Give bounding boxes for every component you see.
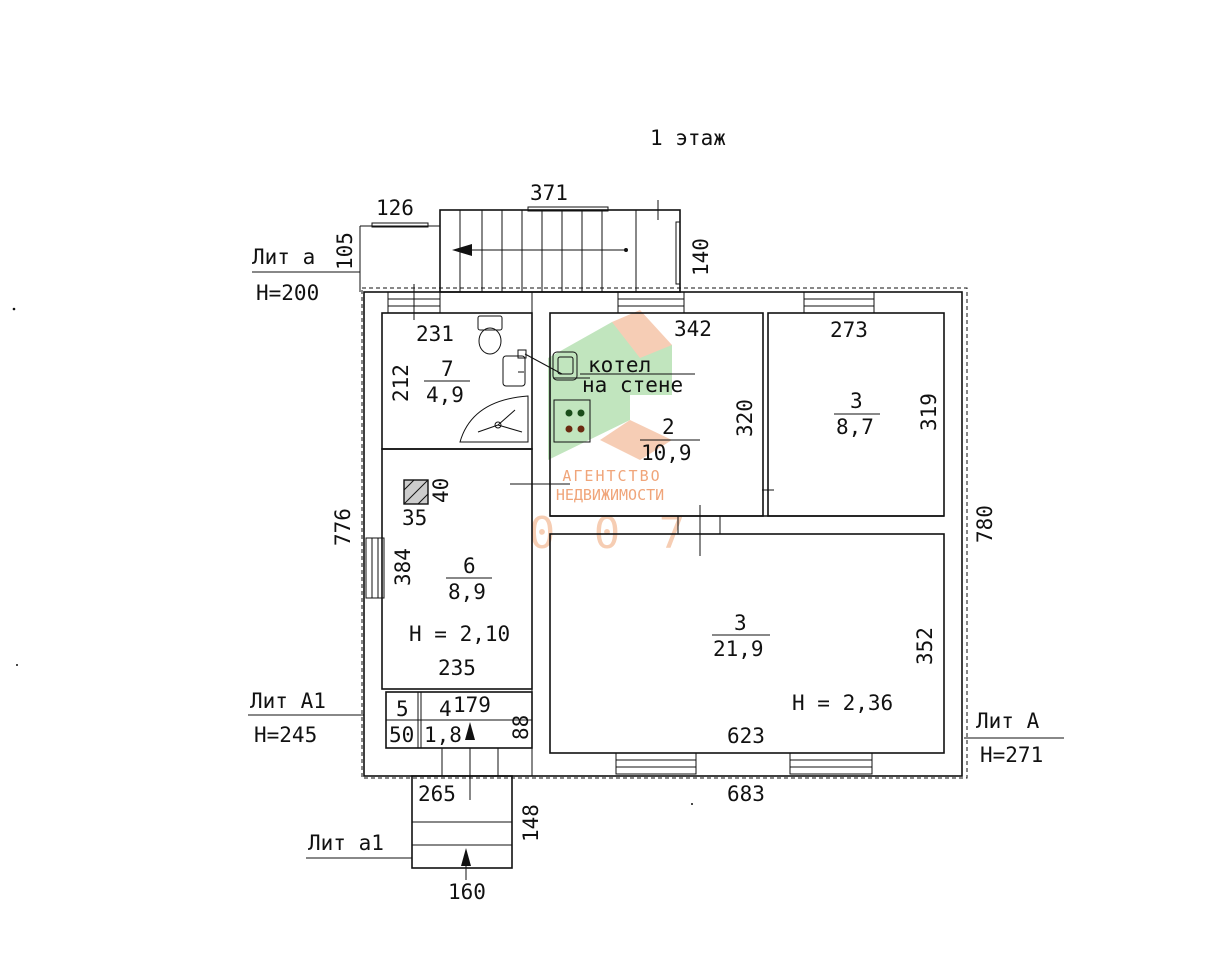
dim-273: 273 [830,318,868,342]
dim-160: 160 [448,880,486,904]
entry-arrow-icon-2 [465,722,475,740]
room-4-area: 1,8 [424,723,462,747]
page-title: 1 этаж [650,126,726,150]
room-6-number: 6 [463,554,476,578]
entry-arrow-icon [461,848,471,866]
dim-126: 126 [376,196,414,220]
lit-A-label: Лит А [976,709,1040,733]
toilet-icon [477,315,503,355]
room-7-number: 7 [441,357,454,381]
dim-140: 140 [689,238,713,276]
height-room-6: H = 2,10 [409,622,510,646]
dim-231: 231 [416,322,454,346]
shower-icon [459,395,529,443]
room-2-number: 2 [662,415,675,439]
dim-776: 776 [331,508,355,546]
dim-320: 320 [733,399,757,437]
boiler-label-1: котел [588,353,651,377]
boiler-label-2: на стене [582,373,683,397]
dim-40: 40 [429,478,453,503]
bottom-stair [411,722,513,880]
room-5-number: 5 [396,697,409,721]
room-3-big-walls [549,533,945,754]
dim-105: 105 [333,232,357,270]
stove-icon [553,399,591,443]
watermark-logo [548,310,672,460]
lit-A-height: H=271 [980,743,1043,767]
dim-148: 148 [519,804,543,842]
dim-342: 342 [674,317,712,341]
watermark-house-orange [612,310,672,358]
dim-88: 88 [509,715,533,740]
top-stair [359,200,681,293]
chimney-icon [403,479,429,505]
dim-50: 50 [389,723,414,747]
dim-35: 35 [402,506,427,530]
room-6-area: 8,9 [448,580,486,604]
dim-371: 371 [530,181,568,205]
outer-boundary [361,287,968,779]
height-room-3: H = 2,36 [792,691,893,715]
room-3-big-number: 3 [734,611,747,635]
dim-319: 319 [917,393,941,431]
lit-a1-label: Лит а1 [308,831,384,855]
watermark-house-orange-2 [600,420,672,460]
dim-179: 179 [453,693,491,717]
lit-A1-height: H=245 [254,723,317,747]
dim-352: 352 [913,627,937,665]
dim-212: 212 [389,364,413,402]
watermark-line1: АГЕНТСТВО [562,467,661,485]
sink-icon [502,349,563,387]
watermark-line2: НЕДВИЖИМОСТИ [556,486,664,504]
dim-780: 780 [973,505,997,543]
stair-arrow-icon [452,244,472,256]
room-3-big-area: 21,9 [713,637,764,661]
dim-265: 265 [418,782,456,806]
room-7-area: 4,9 [426,383,464,407]
boiler-icon [552,351,590,381]
dim-235: 235 [438,656,476,680]
dim-683: 683 [727,782,765,806]
dim-623: 623 [727,724,765,748]
lit-a-label: Лит а [252,245,315,269]
room-2-area: 10,9 [641,441,692,465]
dim-384: 384 [391,548,415,586]
room-3-small-area: 8,7 [836,415,874,439]
lit-A1-label: Лит А1 [250,689,326,713]
room-4-number: 4 [439,697,452,721]
room-3-small-number: 3 [850,389,863,413]
lit-a-height: H=200 [256,281,319,305]
